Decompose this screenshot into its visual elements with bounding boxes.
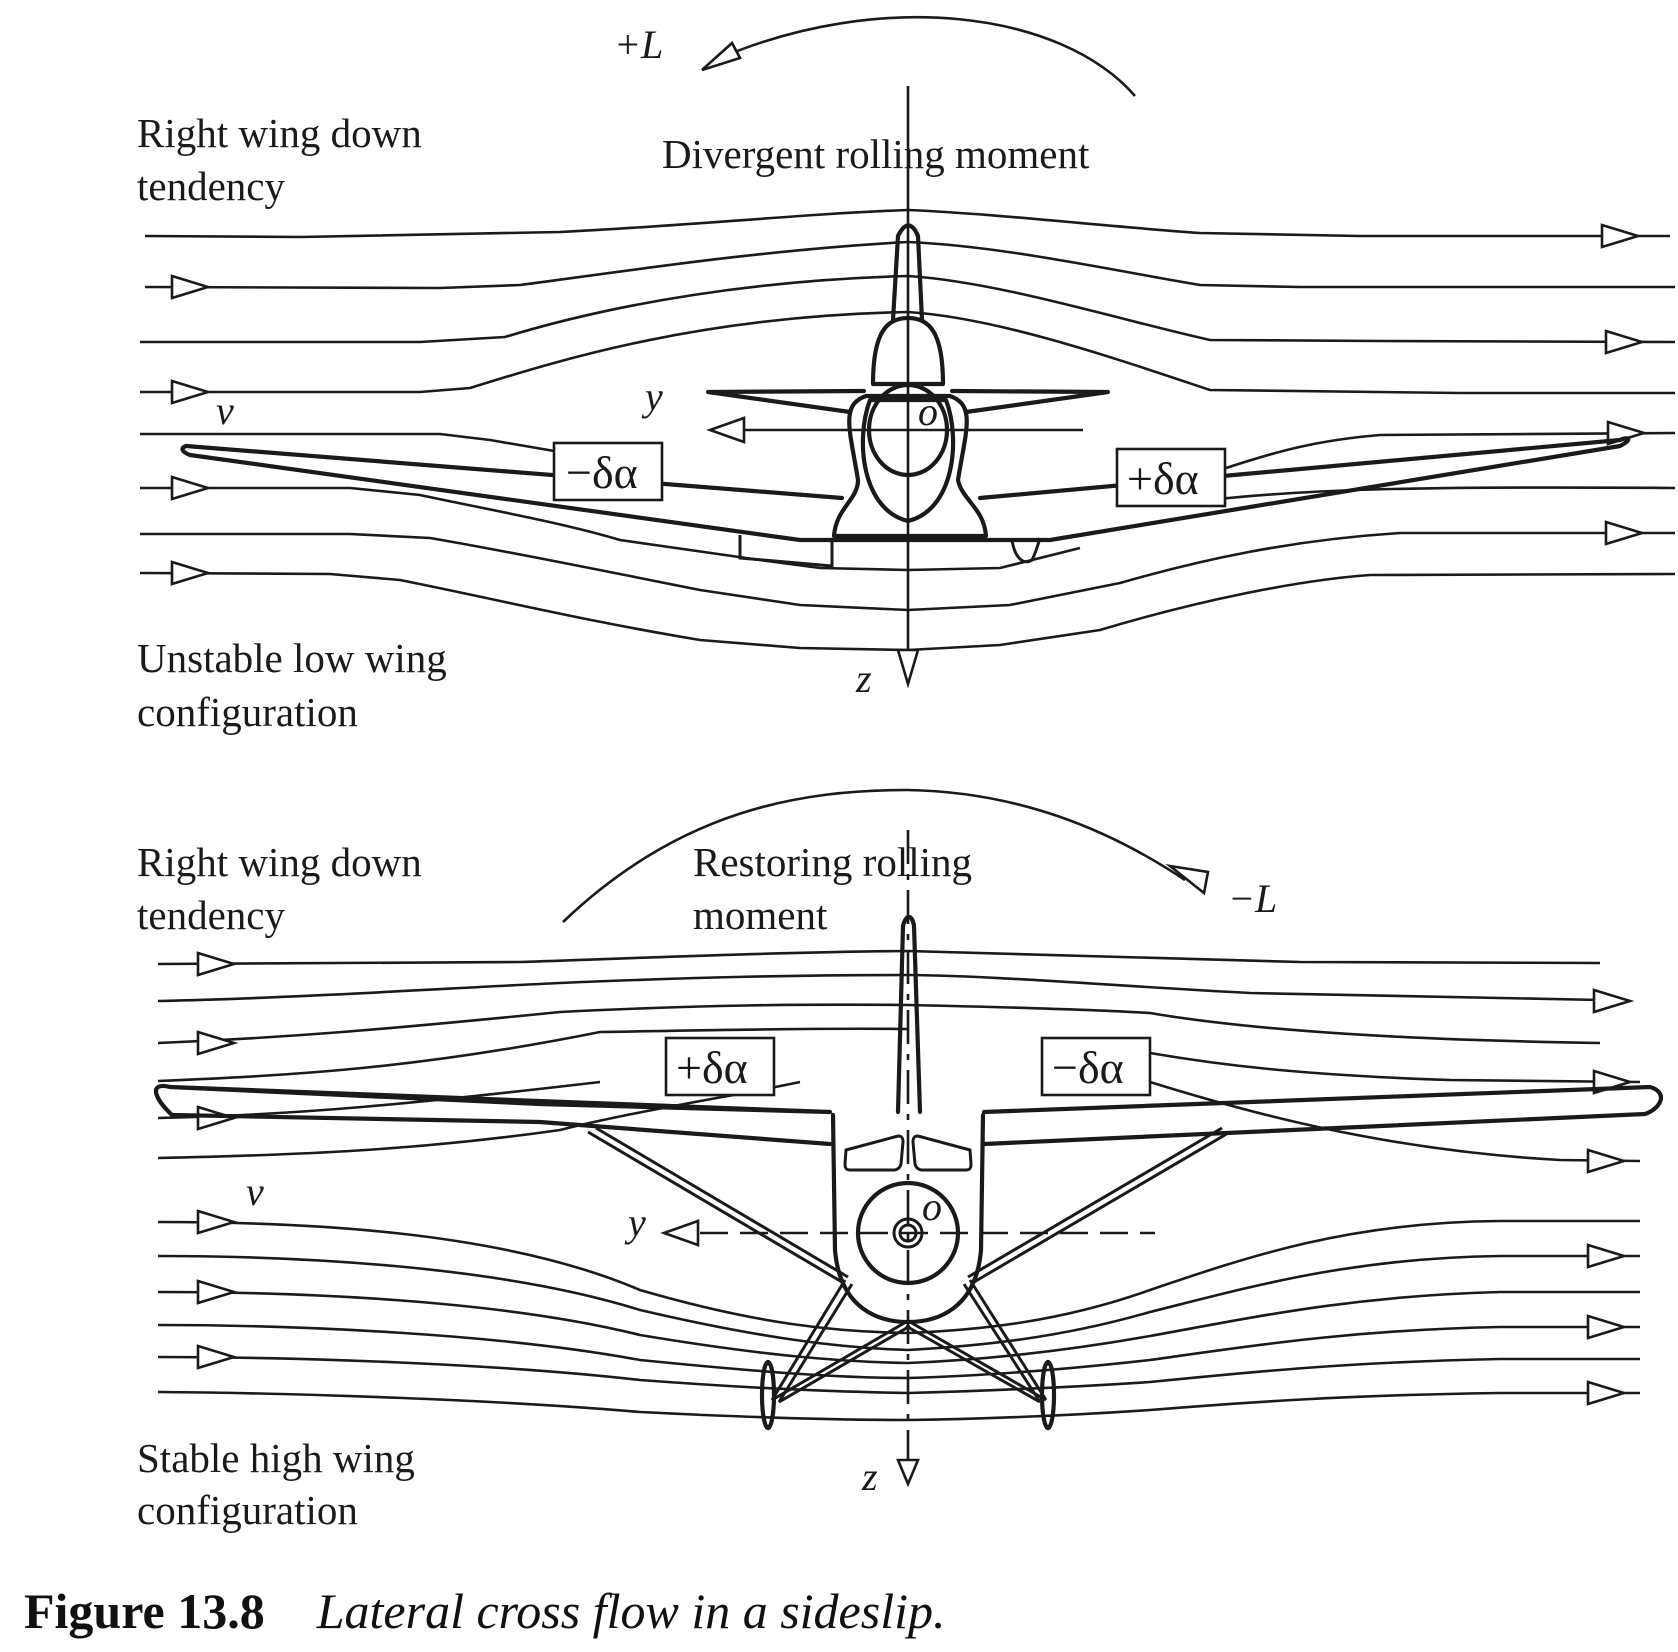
sideslip-v-label: v bbox=[216, 388, 234, 433]
flow-arrow-icon bbox=[1604, 520, 1647, 546]
divergent-moment-label: Divergent rolling moment bbox=[662, 131, 1090, 177]
flow-arrow-icon bbox=[170, 379, 213, 405]
flow-arrow-icon bbox=[196, 1105, 239, 1131]
z-axis-arrow-icon bbox=[896, 1458, 920, 1488]
bottom-streamlines bbox=[157, 949, 1641, 1422]
moment-arrowhead-icon bbox=[1165, 863, 1210, 896]
high-wing-aircraft bbox=[153, 914, 1663, 1431]
flow-arrow-icon bbox=[1600, 223, 1643, 249]
left-strut bbox=[587, 1126, 849, 1284]
flow-arrow-icon bbox=[196, 1030, 239, 1056]
origin-label: o bbox=[918, 389, 938, 434]
svg-text:+δα: +δα bbox=[676, 1042, 748, 1093]
flow-arrow-icon bbox=[170, 274, 213, 300]
flow-arrow-icon bbox=[1586, 1148, 1629, 1174]
right-delta-alpha-box: −δα bbox=[1040, 1036, 1152, 1097]
flow-arrow-icon bbox=[1592, 988, 1635, 1014]
top-panel-low-wing: +L Right wing down tendency Divergent ro… bbox=[137, 15, 1676, 735]
tendency-label-line2: tendency bbox=[137, 892, 285, 938]
origin-label: o bbox=[922, 1184, 942, 1229]
fuselage bbox=[831, 393, 989, 539]
sideslip-v-label: v bbox=[246, 1169, 264, 1214]
svg-text:+δα: +δα bbox=[1127, 453, 1199, 504]
axis-y-label: y bbox=[624, 1200, 646, 1245]
bottom-panel-high-wing: −L Right wing down tendency Restoring ro… bbox=[137, 788, 1663, 1533]
divergent-moment-arc bbox=[719, 15, 1136, 97]
flow-arrow-icon bbox=[1586, 1314, 1629, 1340]
moment-symbol-plus-l: +L bbox=[614, 22, 663, 67]
flow-arrow-icon bbox=[1586, 1380, 1629, 1406]
low-wing-aircraft bbox=[180, 223, 1631, 568]
y-axis-arrow-icon bbox=[706, 416, 746, 444]
axis-z-label: z bbox=[861, 1454, 878, 1499]
right-delta-alpha-box: +δα bbox=[1115, 447, 1227, 508]
right-wheel bbox=[1039, 1359, 1057, 1431]
moment-arrowhead-icon bbox=[701, 40, 742, 72]
configuration-label-line2: configuration bbox=[137, 1487, 358, 1533]
flow-arrow-icon bbox=[196, 1209, 239, 1235]
restoring-moment-label-line2: moment bbox=[693, 892, 828, 938]
window-left bbox=[843, 1134, 905, 1172]
axis-y-label: y bbox=[641, 374, 663, 419]
axis-z-label: z bbox=[855, 656, 872, 701]
flow-arrow-icon bbox=[196, 951, 239, 977]
flow-arrow-icon bbox=[196, 1279, 239, 1305]
tendency-label-line2: tendency bbox=[137, 163, 285, 209]
left-delta-alpha-box: +δα bbox=[664, 1036, 776, 1097]
tendency-label: Right wing down bbox=[137, 110, 422, 156]
tendency-label: Right wing down bbox=[137, 839, 422, 885]
high-wing bbox=[153, 1083, 1663, 1147]
configuration-label: Stable high wing bbox=[137, 1435, 415, 1481]
figure-title: Lateral cross flow in a sideslip. bbox=[316, 1583, 946, 1639]
bottom-flow-arrows bbox=[196, 951, 1635, 1406]
low-wing bbox=[180, 436, 1631, 543]
left-wheel bbox=[759, 1359, 777, 1431]
pitot bbox=[1010, 537, 1042, 564]
svg-text:−δα: −δα bbox=[566, 447, 638, 498]
flow-arrow-icon bbox=[196, 1344, 239, 1370]
figure-number: Figure 13.8 bbox=[24, 1583, 265, 1639]
y-axis-arrow-icon bbox=[660, 1219, 700, 1247]
window-right bbox=[911, 1134, 973, 1172]
left-gear bbox=[770, 1279, 911, 1404]
flow-arrow-icon bbox=[1586, 1243, 1629, 1269]
configuration-label-line2: configuration bbox=[137, 689, 358, 735]
flow-arrow-icon bbox=[170, 560, 213, 586]
figure-caption: Figure 13.8 Lateral cross flow in a sides… bbox=[24, 1582, 946, 1640]
flow-arrow-icon bbox=[1604, 329, 1647, 355]
right-gear bbox=[905, 1279, 1048, 1404]
bottom-axes: y z o v bbox=[246, 830, 1155, 1499]
right-strut bbox=[967, 1126, 1231, 1284]
moment-symbol-minus-l: −L bbox=[1228, 876, 1277, 921]
left-delta-alpha-box: −δα bbox=[552, 441, 664, 502]
restoring-moment-arc bbox=[562, 788, 1186, 923]
flow-arrow-icon bbox=[170, 475, 213, 501]
svg-text:−δα: −δα bbox=[1052, 1042, 1124, 1093]
horizontal-tail bbox=[705, 388, 1111, 415]
restoring-moment-label: Restoring rolling bbox=[693, 839, 972, 885]
z-axis-arrow-icon bbox=[896, 648, 920, 689]
belly-scoop bbox=[738, 535, 834, 568]
configuration-label: Unstable low wing bbox=[137, 635, 447, 681]
top-axes: y z o v bbox=[216, 86, 1083, 701]
